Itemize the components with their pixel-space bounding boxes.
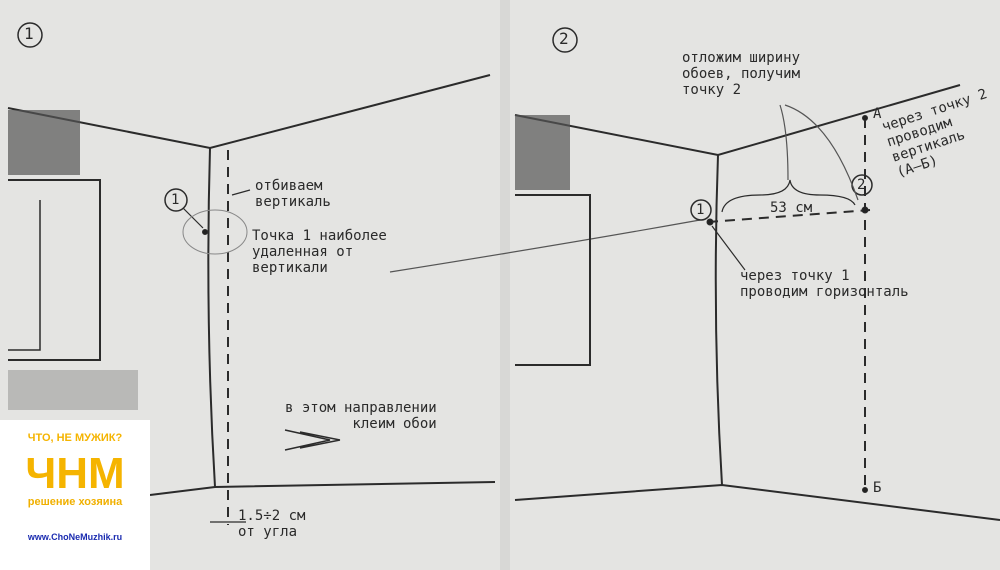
hatched-wall	[8, 110, 80, 175]
label-width: отложим ширину обоев, получим точку 2	[682, 50, 801, 98]
point-2-marker: 2	[857, 177, 866, 193]
room-sketch-2	[514, 84, 1000, 521]
panel-divider	[500, 0, 510, 570]
logo-url[interactable]: www.ChoNeMuzhik.ru	[27, 532, 123, 542]
width-brace	[721, 179, 856, 213]
logo-subtitle: решение хозяина	[27, 496, 123, 508]
point-1-marker: 1	[171, 192, 180, 208]
point-1-marker-2: 1	[696, 202, 705, 218]
logo-brand: ЧНМ	[25, 449, 125, 498]
panel-1-number: 1	[24, 24, 34, 43]
room-sketch-1	[7, 22, 701, 525]
logo-slogan: ЧТО, НЕ МУЖИК?	[27, 432, 123, 444]
panel-2-number: 2	[559, 29, 569, 48]
label-offset: 1.5÷2 см от угла	[238, 508, 306, 540]
connector-line	[389, 219, 701, 273]
label-distance: 53 см	[770, 200, 813, 216]
label-a: А	[873, 106, 882, 122]
label-point-1: Точка 1 наиболее удаленная от вертикали	[252, 228, 387, 276]
label-vertical: отбиваем вертикаль	[255, 178, 331, 210]
label-direction: в этом направлении клеим обои	[285, 400, 437, 432]
window	[8, 179, 101, 361]
direction-arrow-icon	[284, 429, 341, 451]
label-b: Б	[873, 480, 882, 496]
point-marker-circle	[164, 188, 188, 212]
site-logo: ЧТО, НЕ МУЖИК? ЧНМ решение хозяина www.C…	[0, 420, 150, 570]
label-horizontal: через точку 1 проводим горизонталь	[740, 268, 909, 300]
